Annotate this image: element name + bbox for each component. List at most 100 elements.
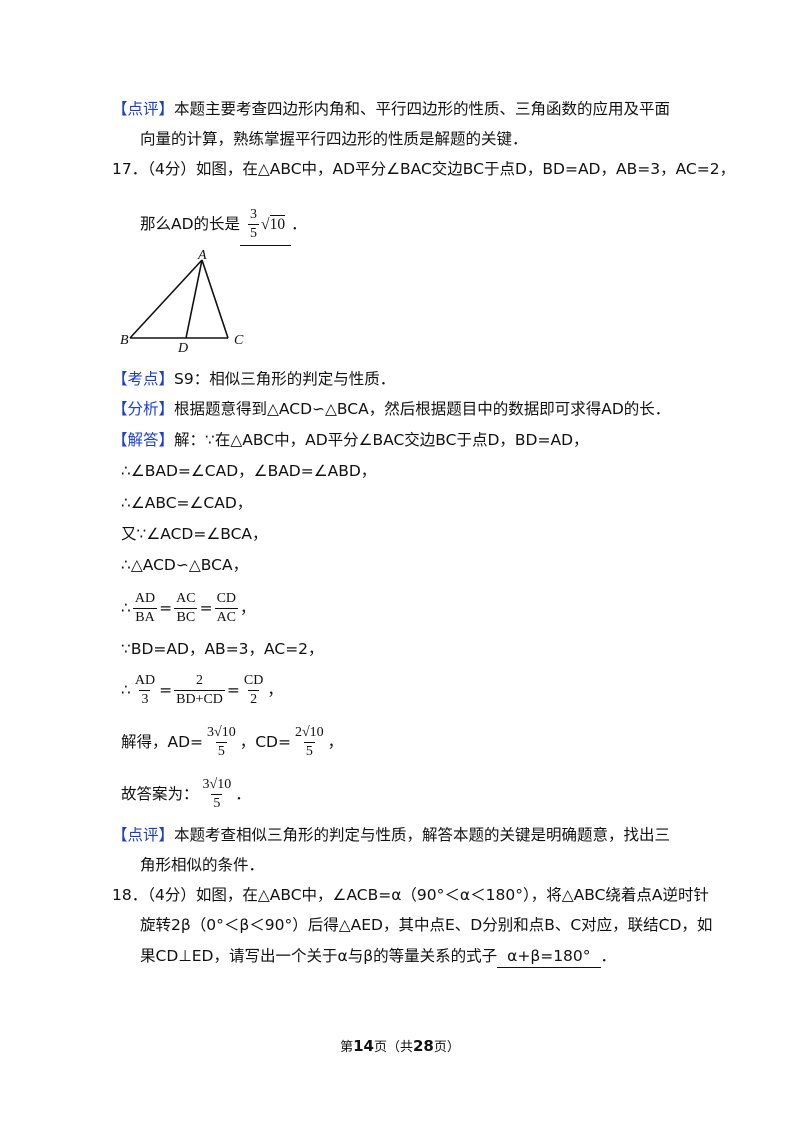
denominator: BC [174,608,198,625]
equals-sign: = [199,599,213,617]
fraction-ad-value: 3√10 5 [205,725,238,760]
numerator: AD [134,591,156,606]
triangle-figure: A B C D [120,248,244,354]
denominator: AC [214,608,239,625]
fraction-ac-bc: AC BC [174,591,198,626]
footer-mid: 页（共 [373,1040,413,1055]
fraction-ad-3: AD 3 [133,673,157,708]
label-d: D [177,341,188,354]
coefficient: 3 [207,725,215,740]
comment-text: 本题考查相似三角形的判定与性质，解答本题的关键是明确题意，找出三 [174,826,671,844]
equals-sign: = [159,681,173,699]
label-b: B [120,333,129,348]
fraction-cd-value: 2√10 5 [293,725,326,760]
step-9: 解得，AD=3√10 5 ，CD=2√10 5 ， [121,722,343,762]
total-pages: 28 [413,1037,434,1055]
q18-line1: 18．（4分）如图，在△ABC中，∠ACB=α（90°＜α＜180°），将△AB… [112,886,710,904]
side-ac [201,259,229,339]
q18-line2: 旋转2β（0°＜β＜90°）后得△AED，其中点E、D分别和点B、C对应，联结C… [140,916,713,934]
denominator: 5 [215,742,227,759]
q17-comment-line1: 【点评】本题考查相似三角形的判定与性质，解答本题的关键是明确题意，找出三 [112,824,670,846]
denominator: BA [133,608,157,625]
ask-suffix: ． [291,215,307,233]
numerator: 3√10 [202,777,232,792]
q16-comment-line1: 【点评】本题主要考查四边形内角和、平行四边形的性质、三角函数的应用及平面 [112,98,670,120]
footer-post: 页） [433,1040,460,1055]
answer-num: 3 [250,207,258,222]
equals-sign: = [159,599,173,617]
radicand: 10 [217,777,232,792]
denominator: 2 [248,690,260,707]
solve-lead: 解得，AD= [121,733,204,751]
comment-tag: 【点评】 [112,826,175,844]
label-c: C [234,333,244,348]
q17-stem: 17．（4分）如图，在△ABC中，AD平分∠BAC交边BC于点D，BD=AD，A… [112,160,736,178]
cd-lead: ，CD= [239,733,291,751]
coefficient: 3 [202,777,210,792]
fraction-ad-ba: AD BA [133,591,157,626]
comma: ， [240,599,256,617]
step-10: 故答案为：3√10 5 ． [121,774,251,814]
solution-line1: 【解答】解：∵在△ABC中，AD平分∠BAC交边BC于点D，BD=AD， [112,429,589,451]
comma: ， [267,681,283,699]
page-number: 14 [353,1037,374,1055]
label-a: A [197,248,207,263]
fenxi-text: 根据题意得到△ACD∽△BCA，然后根据题目中的数据即可求得AD的长． [174,400,671,418]
fenxi-tag: 【分析】 [112,400,175,418]
jieda-tag: 【解答】 [112,431,175,449]
equals-sign: = [226,681,240,699]
numerator: AD [134,673,156,688]
answer-radicand: 10 [269,215,286,233]
step-3: ∴∠ABC=∠CAD， [121,494,253,512]
radicand: 10 [221,725,236,740]
denominator: 5 [303,742,315,759]
numerator: CD [216,591,237,606]
numerator: AC [176,591,196,606]
sqrt-sign: √ [261,216,270,233]
fraction-cd-ac: CD AC [214,591,239,626]
step-1: 解：∵在△ABC中，AD平分∠BAC交边BC于点D，BD=AD， [174,431,589,449]
kaodian-tag: 【考点】 [112,370,175,388]
coefficient: 2 [294,725,302,740]
therefore-sign: ∴ [121,599,131,617]
numerator: 2 [196,673,203,688]
comment-tag: 【点评】 [112,100,175,118]
ask-prefix: 那么AD的长是 [140,215,241,233]
denominator: BD+CD [174,690,225,707]
period: ． [235,785,251,803]
denominator: 3 [139,690,151,707]
denominator: 5 [211,794,223,811]
answer-lead: 故答案为： [121,785,199,803]
numerator: 3√10 [207,725,236,740]
numerator: CD [243,673,264,688]
therefore-sign: ∴ [121,681,131,699]
footer-pre: 第 [340,1040,354,1055]
comma: ， [327,733,344,751]
side-ab [129,259,203,339]
kaodian-text: S9：相似三角形的判定与性质． [174,370,396,388]
final-answer-fraction: 3√10 5 [201,777,234,812]
fenxi-line: 【分析】根据题意得到△ACD∽△BCA，然后根据题目中的数据即可求得AD的长． [112,398,670,420]
step-4: 又∵∠ACD=∠BCA， [121,525,268,543]
q18-prefix: 果CD⊥ED，请写出一个关于α与β的等量关系的式子 [140,947,498,965]
numerator: 2√10 [294,725,324,740]
step-7: ∵BD=AD，AB=3，AC=2， [121,640,324,658]
kaodian-line: 【考点】S9：相似三角形的判定与性质． [112,368,395,390]
comment-text: 本题主要考查四边形内角和、平行四边形的性质、三角函数的应用及平面 [174,100,671,118]
q16-comment-line2: 向量的计算，熟练掌握平行四边形的性质是解题的关键． [140,130,528,148]
q18-suffix: ． [600,947,617,965]
radicand: 10 [309,725,324,740]
segment-ad [185,259,203,339]
page-footer: 第14页（共28页） [0,1036,800,1055]
fraction-cd-2: CD 2 [242,673,265,708]
q18-answer: α+β=180° [497,945,601,968]
q17-comment-line2: 角形相似的条件． [140,856,265,874]
answer-den: 5 [248,224,260,241]
